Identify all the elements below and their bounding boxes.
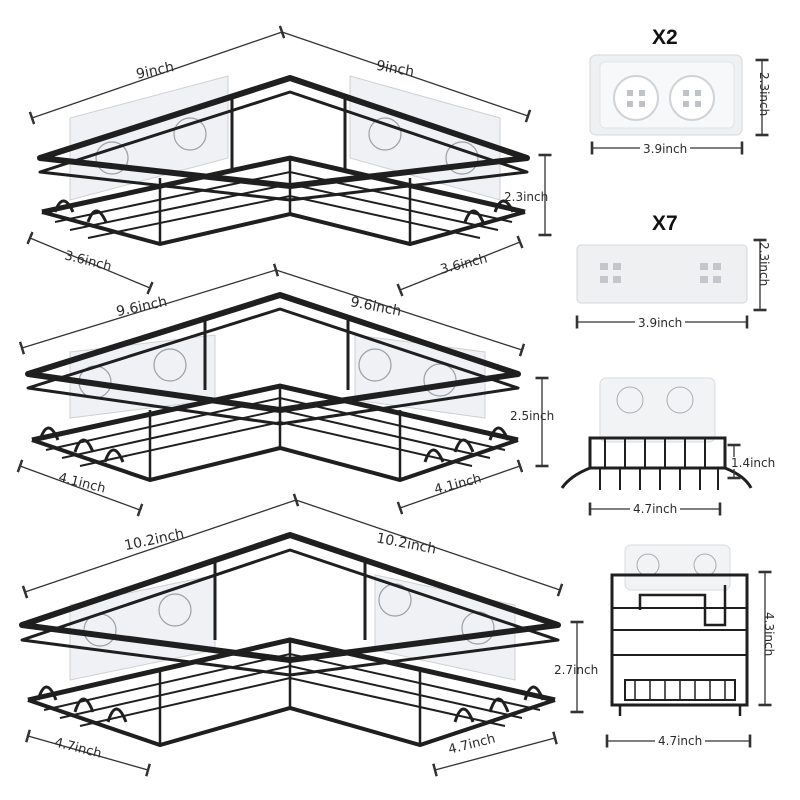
toothbrush-holder: [610, 544, 749, 716]
hook-pad-height-dim: 2.3inch: [757, 72, 771, 117]
adhesive-hook-pad: [589, 54, 743, 136]
hook-pad-quantity: X2: [652, 26, 678, 49]
corner-shelf-large: [19, 532, 561, 748]
soap-holder-width-dim: 4.7inch: [630, 503, 681, 515]
pad-height-dim: 2.3inch: [757, 242, 771, 287]
toothbrush-holder-height-dim: 4.3inch: [762, 612, 776, 657]
toothbrush-holder-width-dim: 4.7inch: [655, 735, 706, 747]
corner-shelf-medium: [25, 292, 521, 483]
shelf2-height-dim: 2.5inch: [510, 409, 555, 423]
adhesive-pad: [576, 244, 748, 304]
shelf1-height-dim: 2.3inch: [504, 190, 549, 204]
corner-shelf-small: [37, 75, 530, 247]
hook-pad-width-dim: 3.9inch: [640, 143, 691, 155]
soap-holder-height-dim: 1.4inch: [731, 456, 776, 470]
pad-width-dim: 3.9inch: [635, 317, 686, 329]
pad-quantity: X7: [652, 212, 678, 235]
shelf3-height-dim: 2.7inch: [554, 663, 599, 677]
shelf-dimension-lines: [16, 25, 584, 777]
soap-holder: [560, 377, 753, 490]
